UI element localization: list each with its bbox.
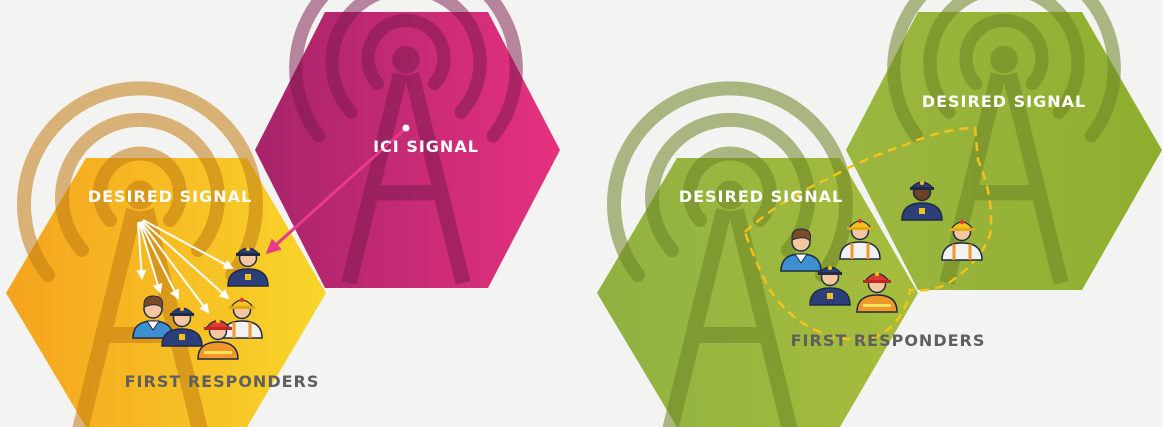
ici-signal-label: ICI SIGNAL	[373, 137, 479, 156]
desired-signal-label: DESIRED SIGNAL	[679, 187, 843, 206]
left-diagram: DESIRED SIGNAL ICI SIGNAL FIRST RESPONDE…	[6, 0, 560, 427]
first-responders-label: FIRST RESPONDERS	[125, 372, 320, 391]
ici-signal-arrow	[265, 126, 408, 255]
desired-signal-label: DESIRED SIGNAL	[922, 92, 1086, 111]
responder-group-boundary	[743, 126, 993, 341]
desired-signal-label: DESIRED SIGNAL	[88, 187, 252, 206]
first-responders-label: FIRST RESPONDERS	[791, 331, 986, 350]
right-diagram: DESIRED SIGNAL DESIRED SIGNAL FIRST RESP…	[597, 0, 1162, 427]
desired-signal-arrows	[136, 219, 234, 314]
ici-source-dot	[402, 124, 410, 132]
